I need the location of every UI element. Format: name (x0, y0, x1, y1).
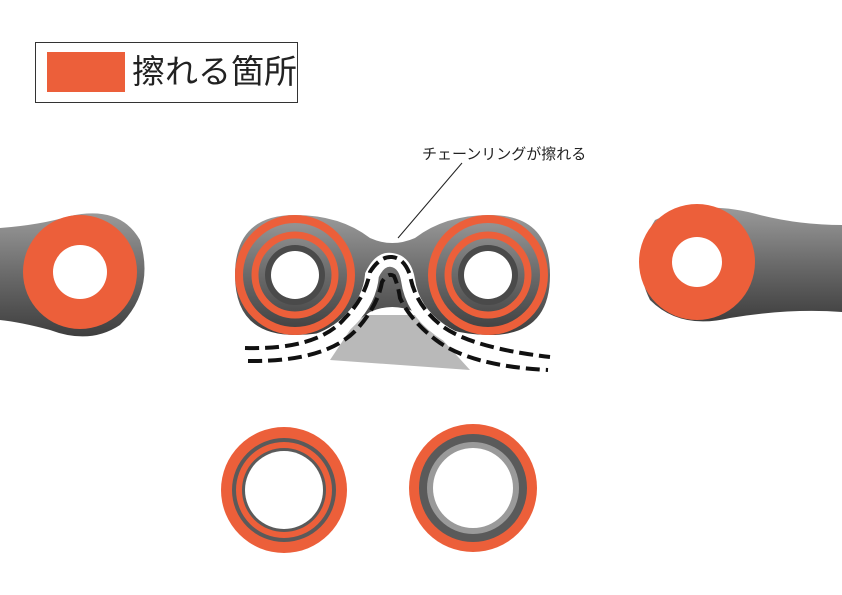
legend-label: 擦れる箇所 (132, 52, 297, 91)
chainring-tooth-outline (244, 252, 551, 372)
left-chain-link (0, 213, 145, 337)
chainring-contact-shade (330, 315, 470, 370)
roller-right (409, 424, 537, 552)
right-chain-link (639, 204, 842, 322)
middle-chain-link (235, 215, 550, 335)
legend-swatch (47, 52, 125, 92)
annotation-leader-line (397, 162, 463, 239)
legend-box: 擦れる箇所 (35, 42, 298, 103)
roller-left (221, 427, 347, 553)
chainring-annotation: チェーンリングが擦れる (422, 145, 587, 163)
